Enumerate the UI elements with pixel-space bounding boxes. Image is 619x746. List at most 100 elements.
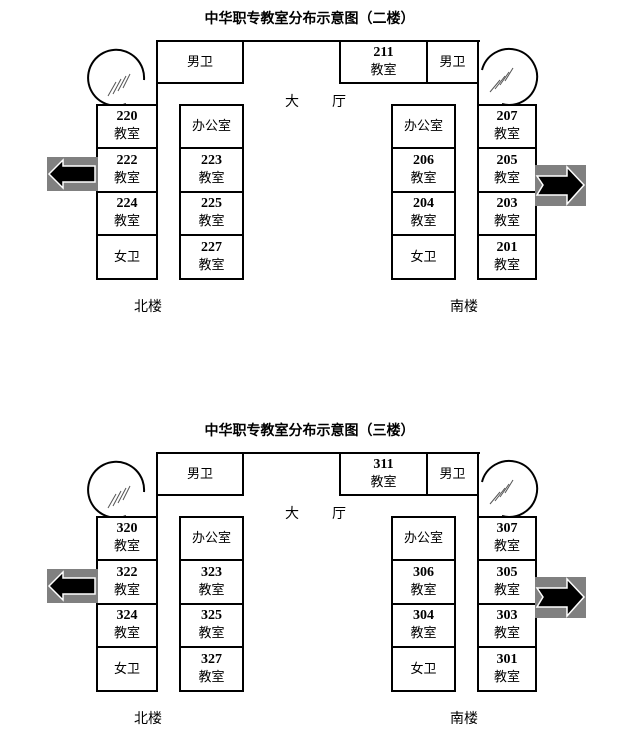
room-number: 327 (201, 651, 222, 667)
classroom-206: 206 教室 (391, 147, 456, 193)
room-label: 教室 (113, 214, 140, 229)
room-label: 男卫 (186, 466, 213, 482)
room-number: 224 (116, 196, 138, 211)
room-label: 男卫 (439, 54, 466, 70)
south-wing-label: 南楼 (450, 711, 478, 727)
exit-arrow-left-icon (47, 157, 98, 191)
classroom-320: 320 教室 (96, 516, 158, 561)
room-number: 225 (201, 196, 222, 211)
room-label: 教室 (493, 257, 520, 273)
classroom-325: 325 教室 (179, 603, 244, 648)
room-top-right: 311 教室 (339, 452, 428, 496)
room-number: 304 (413, 608, 434, 623)
stairwell-south-icon (481, 47, 539, 106)
classroom-327: 327 教室 (179, 646, 244, 692)
room-label: 教室 (493, 539, 520, 554)
room-label: 教室 (493, 214, 520, 229)
room-number: 201 (496, 239, 518, 255)
office: 办公室 (391, 516, 456, 561)
office: 办公室 (179, 516, 244, 561)
stairwell-north-icon (87, 48, 146, 107)
room-number: 320 (116, 521, 138, 536)
room-number: 307 (496, 521, 518, 536)
stairwell-south-icon (481, 459, 539, 518)
room-number: 203 (496, 196, 518, 211)
classroom-225: 225 教室 (179, 191, 244, 236)
room-label: 女卫 (410, 249, 437, 265)
room-label: 男卫 (439, 466, 466, 482)
room-number: 204 (413, 196, 434, 211)
classroom-207: 207 教室 (477, 104, 537, 149)
classroom-305: 305 教室 (477, 559, 537, 605)
room-number: 303 (496, 608, 518, 623)
room-label: 教室 (198, 669, 225, 685)
room-number: 227 (201, 239, 222, 255)
classroom-204: 204 教室 (391, 191, 456, 236)
classroom-304: 304 教室 (391, 603, 456, 648)
womens-restroom: 女卫 (96, 646, 158, 692)
mens-restroom-south: 男卫 (426, 452, 479, 496)
room-label: 教室 (198, 257, 225, 273)
room-label: 教室 (493, 127, 520, 142)
room-number: 311 (373, 456, 394, 472)
room-label: 教室 (113, 539, 140, 554)
room-label: 办公室 (191, 119, 231, 134)
room-label: 教室 (410, 626, 437, 641)
room-label: 女卫 (410, 661, 437, 677)
mens-restroom-north: 男卫 (156, 40, 244, 84)
classroom-224: 224 教室 (96, 191, 158, 236)
room-label: 教室 (198, 626, 225, 641)
room-label: 办公室 (403, 531, 443, 546)
room-label: 教室 (493, 626, 520, 641)
room-number: 220 (116, 109, 138, 124)
room-number: 324 (116, 608, 138, 623)
room-number: 305 (496, 564, 518, 580)
floor-plan-3: 中华职专教室分布示意图（三楼） 男卫 311 教室 男卫 大 厅 (0, 416, 619, 746)
floor-title: 中华职专教室分布示意图（三楼） (204, 423, 415, 439)
room-number: 223 (201, 152, 222, 168)
hall-label-1: 大 (285, 506, 299, 522)
room-number: 306 (413, 564, 434, 580)
room-label: 教室 (113, 170, 140, 186)
room-label: 教室 (198, 214, 225, 229)
classroom-307: 307 教室 (477, 516, 537, 561)
hall-label-2: 厅 (332, 506, 346, 522)
mens-restroom-north: 男卫 (156, 452, 244, 496)
room-label: 教室 (410, 214, 437, 229)
exit-arrow-right-icon (535, 165, 586, 206)
room-number: 322 (116, 564, 138, 580)
mens-restroom-south: 男卫 (426, 40, 479, 84)
womens-restroom: 女卫 (391, 234, 456, 280)
room-number: 325 (201, 608, 222, 623)
room-number: 205 (496, 152, 518, 168)
office: 办公室 (179, 104, 244, 149)
room-label: 教室 (493, 582, 520, 598)
room-top-right: 211 教室 (339, 40, 428, 84)
hall-label-1: 大 (285, 94, 299, 110)
room-label: 教室 (370, 62, 397, 78)
hall-label-2: 厅 (332, 94, 346, 110)
room-number: 206 (413, 152, 434, 168)
room-number: 211 (373, 44, 394, 60)
room-label: 教室 (198, 582, 225, 598)
room-label: 教室 (370, 474, 397, 490)
floor-title: 中华职专教室分布示意图（二楼） (204, 11, 415, 27)
classroom-223: 223 教室 (179, 147, 244, 193)
room-label: 办公室 (403, 119, 443, 134)
room-label: 教室 (113, 626, 140, 641)
stairwell-north-icon (87, 460, 146, 519)
north-wing-label: 北楼 (134, 299, 162, 315)
classroom-303: 303 教室 (477, 603, 537, 648)
office: 办公室 (391, 104, 456, 149)
room-number: 207 (496, 109, 518, 124)
north-wing-label: 北楼 (134, 711, 162, 727)
classroom-220: 220 教室 (96, 104, 158, 149)
room-label: 女卫 (113, 249, 140, 265)
room-label: 教室 (410, 170, 437, 186)
room-label: 教室 (113, 127, 140, 142)
room-label: 教室 (198, 170, 225, 186)
